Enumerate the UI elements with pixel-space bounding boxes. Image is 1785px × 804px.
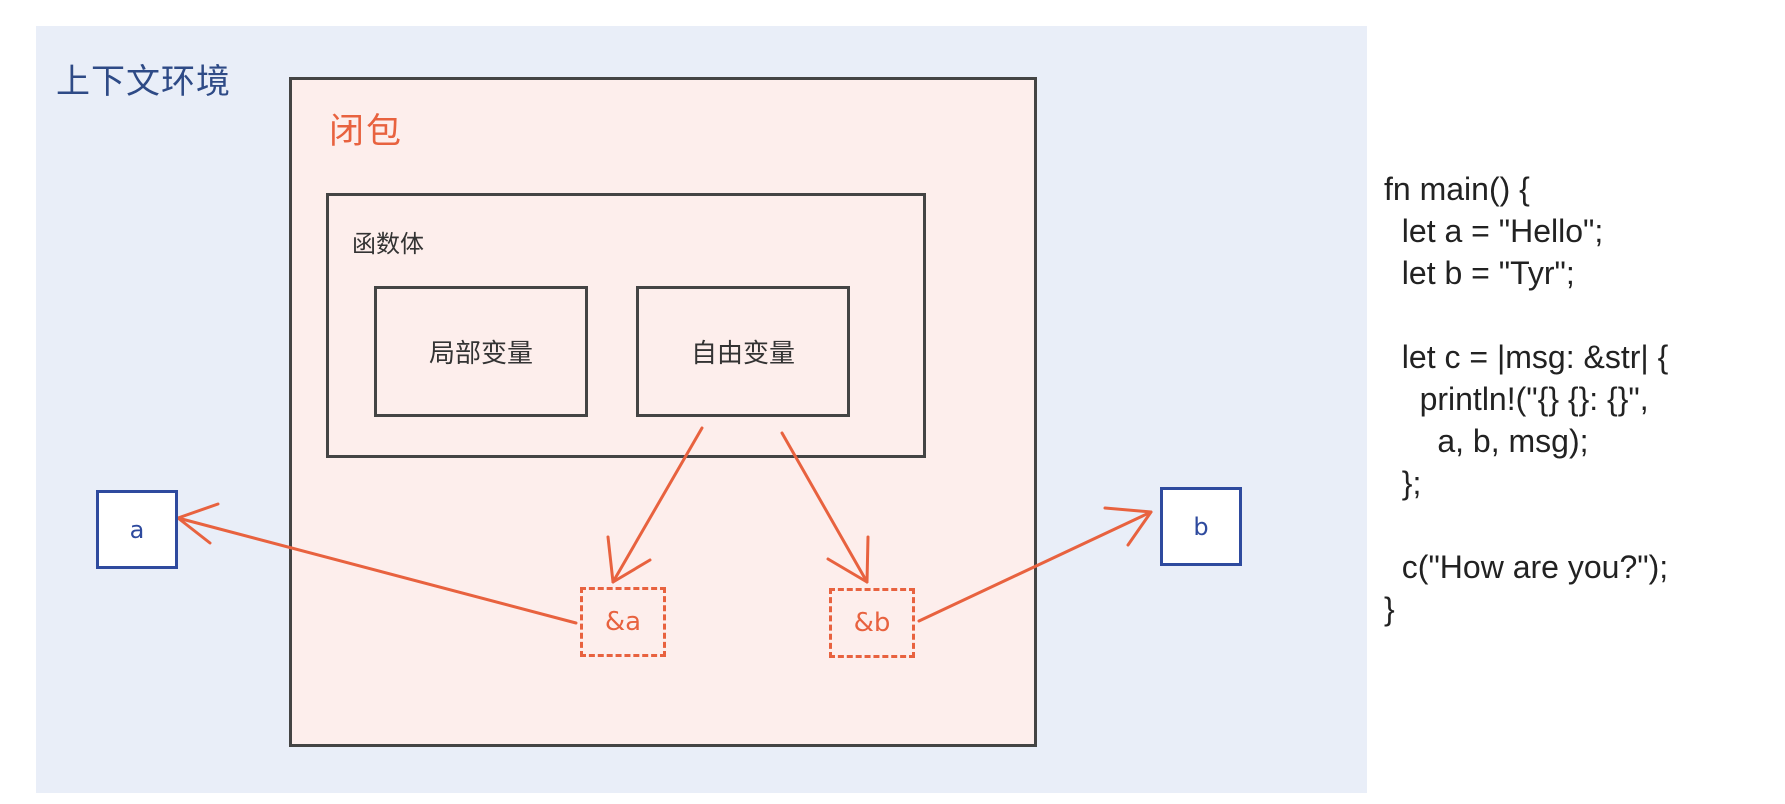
arrow-ref-a-to-var-a [176,502,578,625]
free-variables-label: 自由变量 [690,339,795,369]
ref-a-label: &a [604,607,642,637]
code-line [1384,294,1668,336]
closure-label: 闭包 [329,112,404,152]
context-environment-label: 上下文环境 [56,62,231,102]
code-line: }; [1384,465,1422,501]
code-snippet: fn main() { let a = "Hello"; let b = "Ty… [1384,168,1668,630]
code-line: let c = |msg: &str| { [1384,339,1669,375]
free-variables-box: 自由变量 [636,286,850,417]
arrow-free-to-ref-a [606,426,704,584]
ref-a-box: &a [580,587,666,657]
function-body-box [326,193,926,458]
function-body-label: 函数体 [352,230,424,258]
variable-a-box: a [96,490,178,569]
code-line: let b = "Tyr"; [1384,255,1575,291]
code-line [1384,504,1668,546]
code-line: c("How are you?"); [1384,549,1669,585]
code-line: } [1384,591,1395,627]
variable-a-label: a [129,515,145,544]
arrow-ref-b-to-var-b [917,506,1153,623]
local-variables-box: 局部变量 [374,286,588,417]
variable-b-label: b [1193,512,1209,541]
code-line: println!("{} {}: {}", [1384,381,1649,417]
code-line: fn main() { [1384,171,1530,207]
code-line: a, b, msg); [1384,423,1589,459]
variable-b-box: b [1160,487,1242,566]
code-line: let a = "Hello"; [1384,213,1604,249]
local-variables-label: 局部变量 [428,339,533,369]
arrow-free-to-ref-b [780,431,870,584]
ref-b-box: &b [829,588,915,658]
ref-b-label: &b [853,608,891,638]
